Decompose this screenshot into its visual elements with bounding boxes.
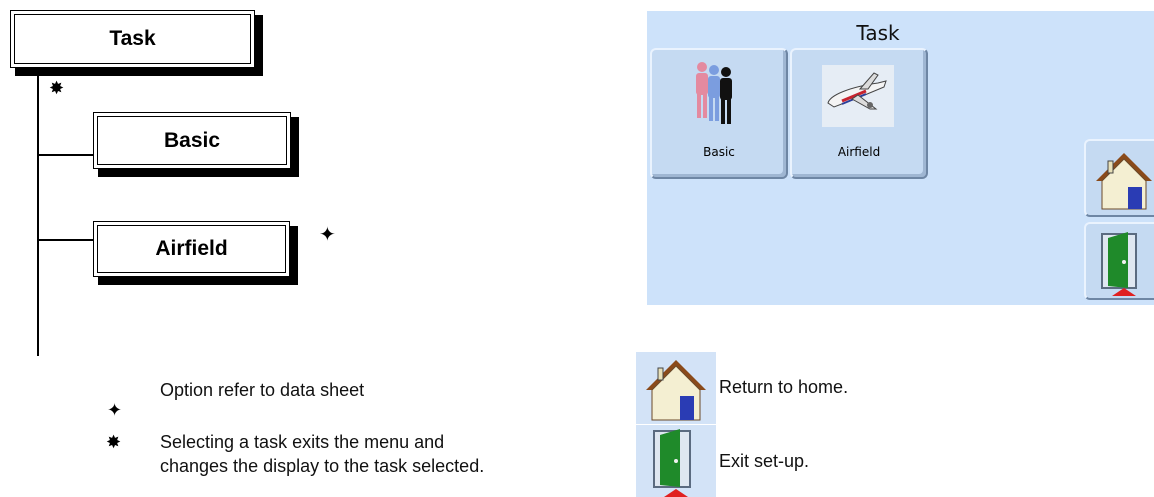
- exit-button[interactable]: [1084, 222, 1154, 300]
- home-legend-text: Return to home.: [719, 377, 849, 397]
- tree-branch-airfield: [37, 239, 93, 241]
- tree-node-task-label: Task: [109, 27, 156, 50]
- home-button[interactable]: [1084, 139, 1154, 217]
- tree-branch-basic: [37, 154, 93, 156]
- people-icon: [680, 57, 756, 133]
- airplane-icon: [820, 57, 896, 133]
- task-tile-basic[interactable]: Basic: [650, 48, 788, 179]
- tree-node-airfield: Airfield: [93, 221, 298, 285]
- tree-node-airfield-label: Airfield: [155, 237, 228, 260]
- tree-node-basic: Basic: [93, 112, 299, 177]
- task-tile-basic-label: Basic: [703, 145, 735, 159]
- exit-door-icon: [1101, 232, 1137, 296]
- tree-node-basic-label: Basic: [163, 128, 221, 152]
- task-note-line-1: Selecting a task exits the menu and: [160, 432, 445, 452]
- exit-legend-text: Exit set-up.: [719, 451, 810, 471]
- tree-node-task: Task: [10, 10, 263, 76]
- home-legend-icon: [636, 352, 716, 424]
- task-tile-airfield-label: Airfield: [837, 145, 881, 159]
- screen-title: Task: [856, 21, 900, 45]
- star-marker-icon: ✸: [49, 78, 65, 99]
- home-icon: [1096, 153, 1152, 210]
- diamond-marker-icon: ✦: [319, 222, 336, 246]
- tree-trunk-line: [37, 68, 39, 356]
- task-screen: Task Basic: [647, 11, 1154, 305]
- option-note-text: Option refer to data sheet: [160, 380, 365, 400]
- diamond-legend-icon: ✦: [107, 400, 123, 421]
- task-note-line-2: changes the display to the task selected…: [160, 456, 485, 476]
- star-legend-icon: ✸: [106, 432, 122, 453]
- exit-legend-icon: [636, 425, 716, 497]
- task-tile-airfield[interactable]: Airfield: [790, 48, 928, 179]
